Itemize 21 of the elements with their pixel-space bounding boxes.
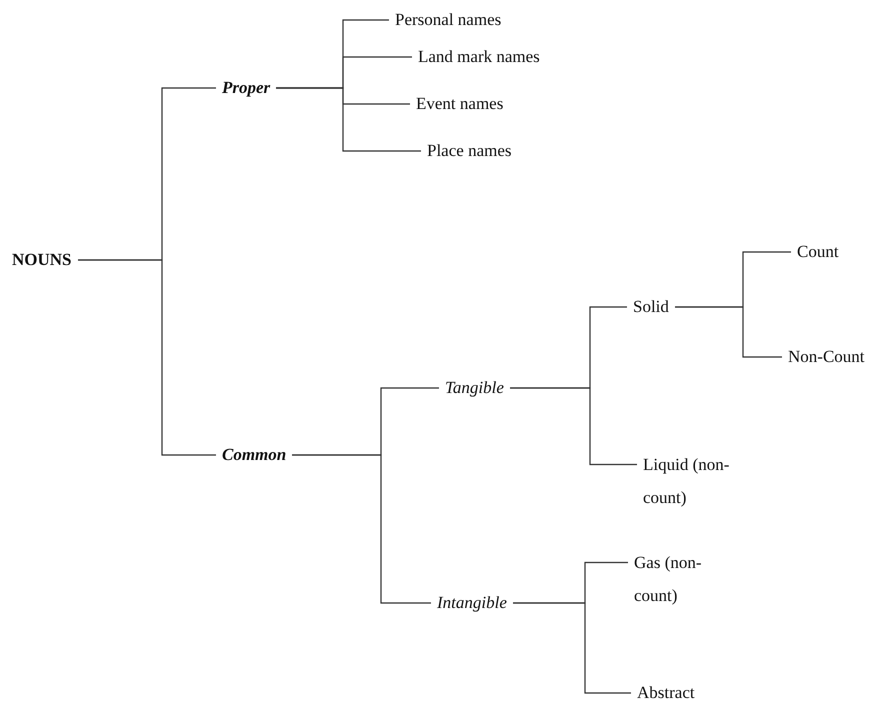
category-label: Proper: [216, 77, 276, 99]
category-label: Non-Count: [782, 346, 870, 368]
category-label: Gas (non-count): [628, 546, 740, 612]
category-label: Event names: [410, 93, 510, 115]
connector-line: [675, 306, 782, 358]
category-label: Common: [216, 444, 292, 466]
connector-line: [513, 602, 631, 694]
connector-line: [78, 259, 216, 456]
category-label: Count: [791, 241, 845, 263]
category-label: Solid: [627, 296, 675, 318]
connector-line: [292, 454, 431, 604]
category-label: Personal names: [389, 9, 508, 31]
category-label: NOUNS: [6, 249, 78, 271]
category-label: Abstract: [631, 682, 701, 702]
connector-line: [510, 387, 637, 466]
category-label: Liquid (non-count): [637, 448, 749, 514]
category-label: Place names: [421, 140, 518, 162]
category-label: Tangible: [439, 377, 510, 399]
connector-line: [276, 87, 421, 152]
category-label: Land mark names: [412, 46, 546, 68]
category-label: Intangible: [431, 592, 513, 614]
